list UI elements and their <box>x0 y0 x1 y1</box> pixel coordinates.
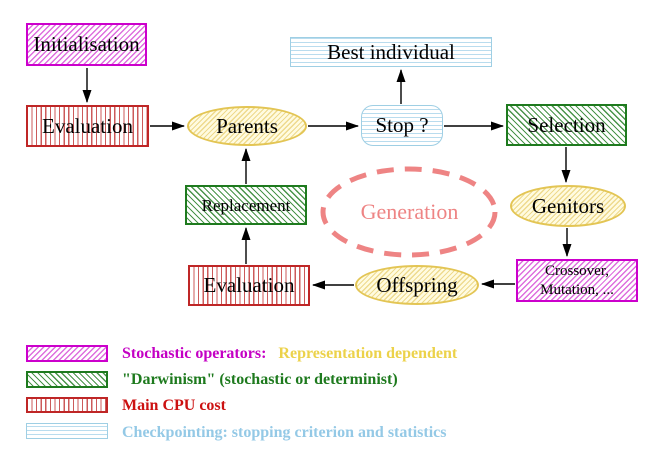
node-parents: Parents <box>187 106 307 146</box>
node-best-individual: Best individual <box>290 37 492 67</box>
legend-label-checkpointing: Checkpointing: stopping criterion and st… <box>122 424 447 441</box>
legend-entry-stochastic-operators: Stochastic operators: Representation depe… <box>122 344 457 363</box>
legend-label-darwinism: "Darwinism" (stochastic or determinist) <box>122 371 398 388</box>
node-offspring: Offspring <box>355 265 479 305</box>
legend-swatch-checkpointing <box>26 423 108 439</box>
crossover-line1: Crossover, <box>545 262 609 279</box>
legend-swatch-stochastic-operators <box>26 345 108 362</box>
generation-label: Generation <box>360 199 459 224</box>
legend-swatch-main-cpu-cost <box>26 397 108 413</box>
node-selection: Selection <box>506 104 627 146</box>
legend-swatch-darwinism <box>26 371 108 388</box>
node-evaluation-top: Evaluation <box>26 105 149 147</box>
node-replacement: Replacement <box>185 185 307 225</box>
node-crossover-mutation: Crossover, Mutation, ... <box>516 259 638 302</box>
node-genitors: Genitors <box>510 185 626 227</box>
crossover-line2: Mutation, ... <box>540 281 614 298</box>
node-stop: Stop ? <box>361 105 443 146</box>
legend-label-stochastic-operators: Stochastic operators: <box>122 345 267 362</box>
node-evaluation-bottom: Evaluation <box>188 265 310 306</box>
legend-label-representation-dependent: Representation dependent <box>278 345 458 362</box>
node-initialisation: Initialisation <box>26 23 147 66</box>
legend-label-main-cpu-cost: Main CPU cost <box>122 397 226 414</box>
